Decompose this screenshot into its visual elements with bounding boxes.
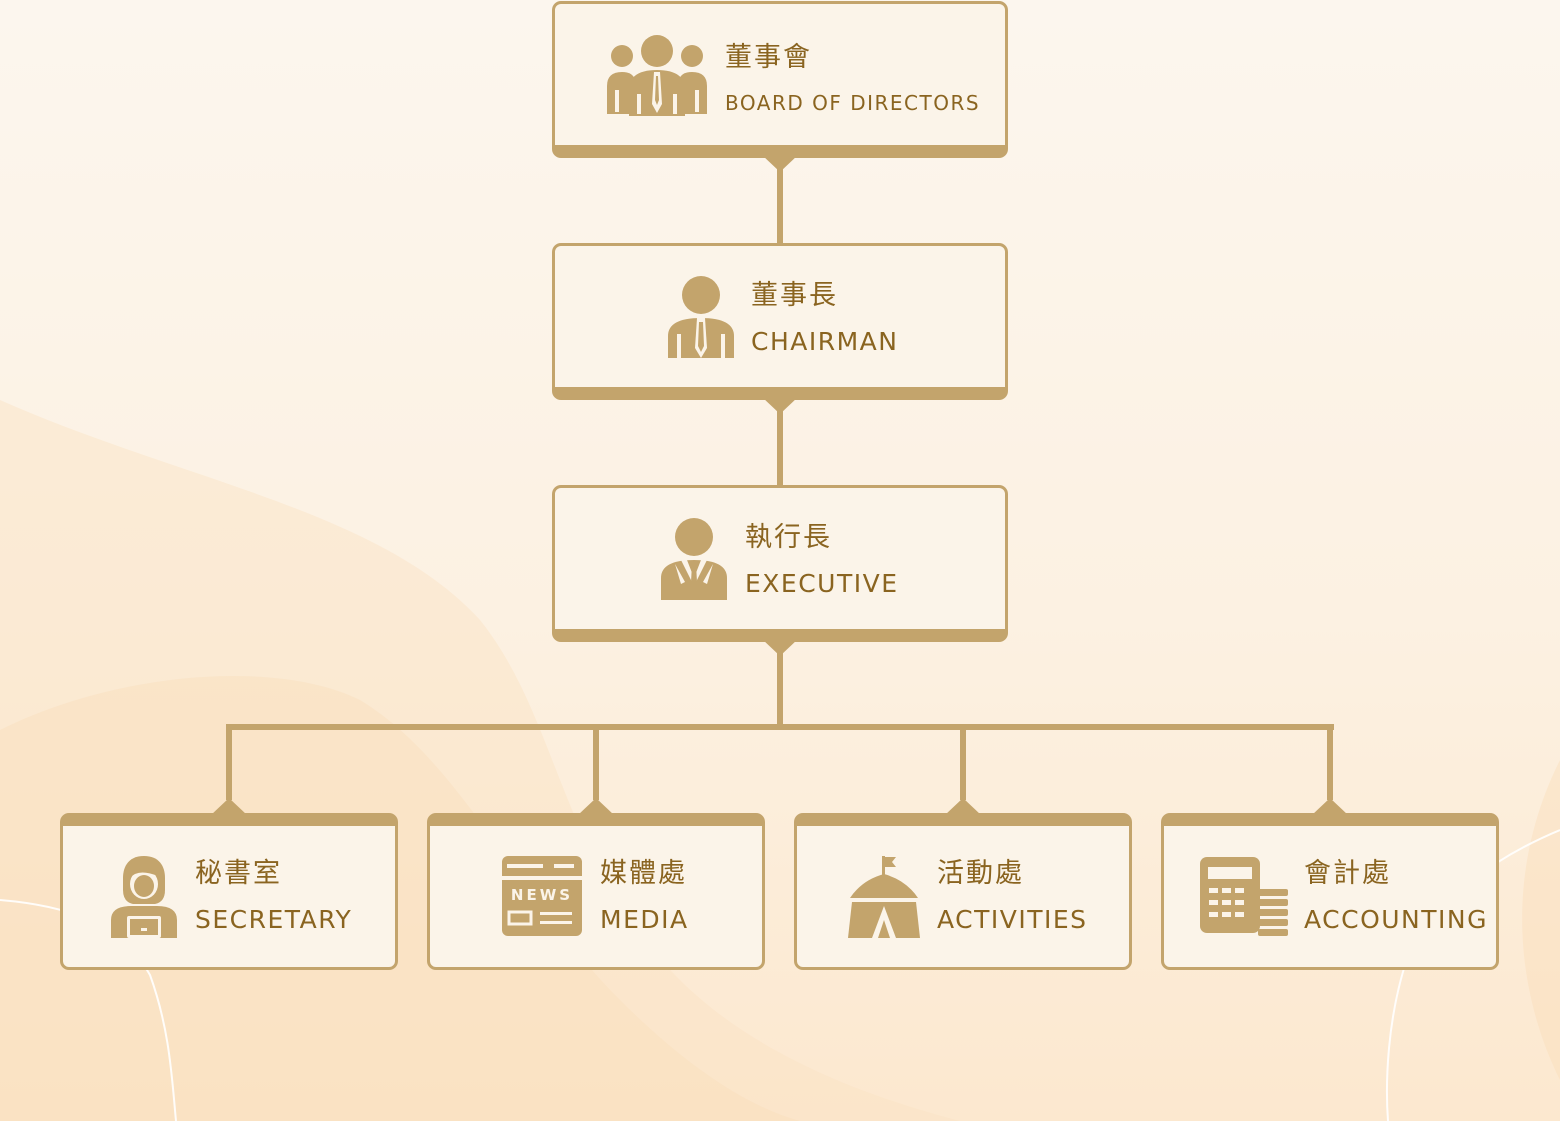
connector-line	[777, 402, 783, 487]
node-title-zh: 活動處	[937, 858, 1024, 889]
executive-icon	[661, 518, 727, 600]
node-secretary: 秘書室 SECRETARY	[60, 813, 398, 970]
svg-text:NEWS: NEWS	[511, 886, 573, 904]
news-icon: NEWS	[502, 856, 582, 936]
node-accounting: 會計處 ACCOUNTING	[1161, 813, 1499, 970]
node-title-en: ACTIVITIES	[937, 905, 1088, 934]
node-title-zh: 秘書室	[195, 858, 282, 889]
tent-icon	[848, 856, 920, 938]
node-activities: 活動處 ACTIVITIES	[794, 813, 1132, 970]
connector-line	[226, 724, 232, 800]
secretary-icon	[111, 856, 177, 938]
connector-arrow	[578, 798, 614, 815]
node-title-zh: 執行長	[745, 522, 832, 553]
node-title-en: BOARD OF DIRECTORS	[725, 91, 981, 115]
node-title-en: MEDIA	[600, 905, 689, 934]
node-title-zh: 董事長	[751, 280, 838, 311]
node-board-of-directors: 董事會 BOARD OF DIRECTORS	[552, 1, 1008, 158]
group-icon	[607, 35, 707, 116]
node-title-en: EXECUTIVE	[745, 569, 899, 598]
connector-arrow	[1312, 798, 1348, 815]
node-title-zh: 會計處	[1304, 858, 1391, 889]
connector-line	[227, 724, 1334, 730]
node-media: NEWS 媒體處 MEDIA	[427, 813, 765, 970]
calculator-icon	[1200, 857, 1288, 936]
connector-line	[777, 644, 783, 729]
connector-line	[1327, 724, 1333, 800]
node-executive: 執行長 EXECUTIVE	[552, 485, 1008, 642]
businessman-icon	[668, 276, 734, 358]
node-title-en: SECRETARY	[195, 905, 353, 934]
node-title-zh: 董事會	[725, 42, 812, 73]
connector-arrow	[211, 798, 247, 815]
node-chairman: 董事長 CHAIRMAN	[552, 243, 1008, 400]
connector-line	[593, 724, 599, 800]
connector-line	[960, 724, 966, 800]
connector-line	[777, 160, 783, 245]
node-title-en: CHAIRMAN	[751, 327, 899, 356]
node-title-zh: 媒體處	[600, 858, 687, 889]
connector-arrow	[945, 798, 981, 815]
node-title-en: ACCOUNTING	[1304, 905, 1488, 934]
